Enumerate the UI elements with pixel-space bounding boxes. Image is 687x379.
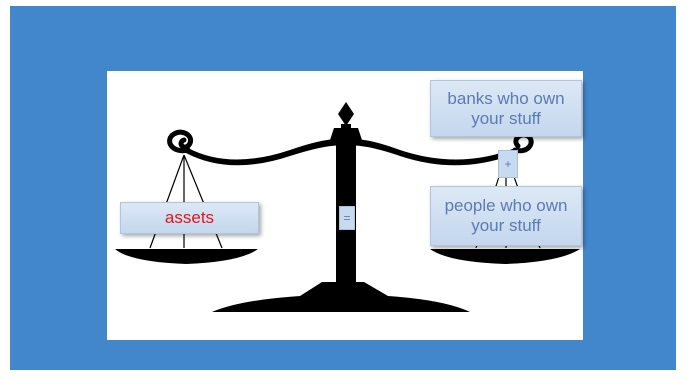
assets-label: assets (120, 202, 259, 234)
people-label: people who own your stuff (430, 186, 582, 246)
left-curl (170, 132, 191, 151)
plus-sign: + (498, 150, 518, 178)
right-curl (515, 135, 531, 151)
scale-finial (338, 102, 354, 126)
equals-sign: = (339, 206, 355, 230)
right-pan (430, 249, 580, 264)
left-pan (115, 249, 258, 264)
scale-base (212, 282, 470, 312)
banks-label: banks who own your stuff (430, 80, 582, 137)
